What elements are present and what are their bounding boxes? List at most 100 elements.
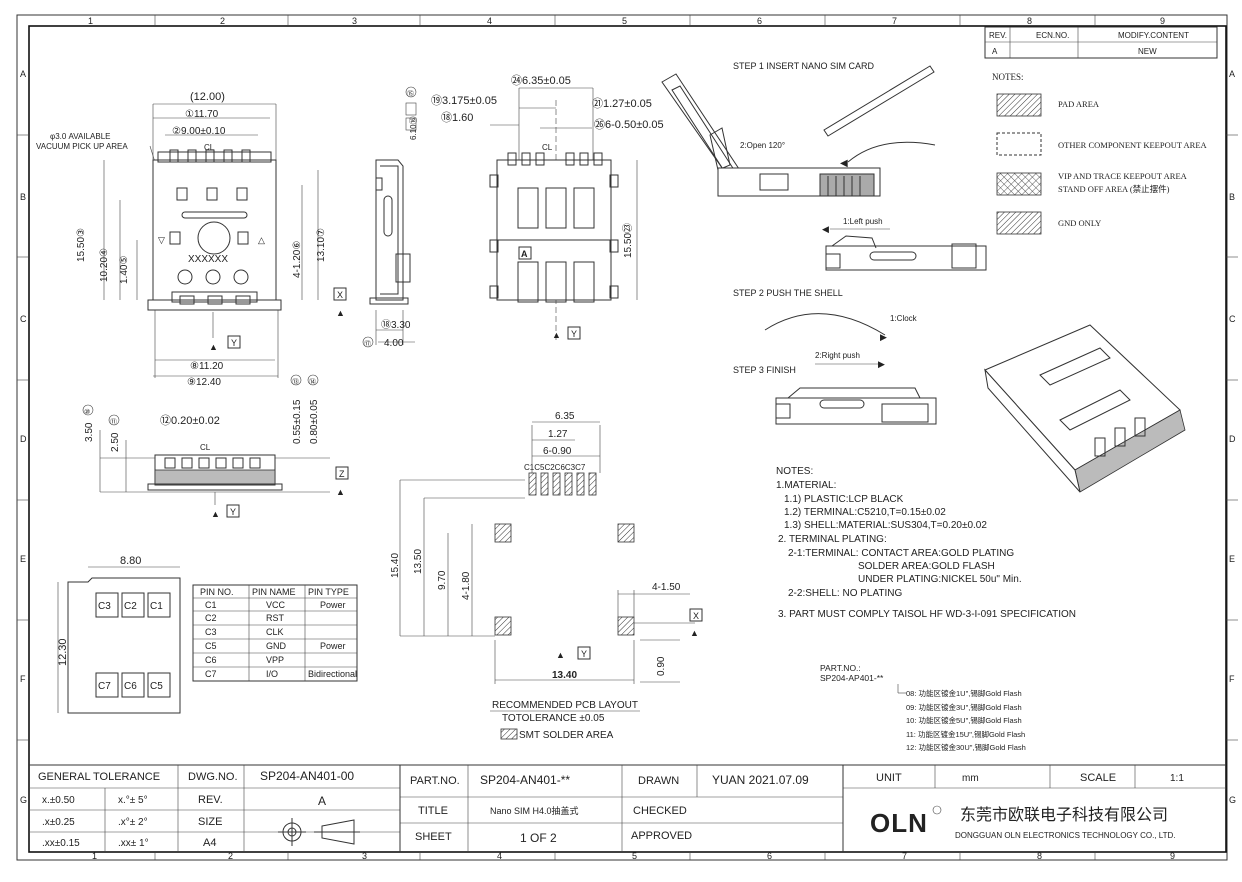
- vacuum-label-1: φ3.0 AVAILABLE: [50, 132, 110, 141]
- assembly-steps: STEP 1 INSERT NANO SIM CARD 2:Open 120° …: [661, 61, 1186, 493]
- card-outline: [67, 577, 181, 714]
- legend-gnd-swatch: [996, 211, 1042, 235]
- bottom-d21: ㉑1.27±0.05: [592, 97, 652, 110]
- front-d14-value: 0.80±0.05: [309, 399, 320, 444]
- col-7: 7: [892, 16, 897, 26]
- side-d16: 6.10⑯: [409, 116, 418, 140]
- tb-rev-label: REV.: [198, 794, 223, 806]
- pin-row-3-no: C3: [205, 627, 217, 637]
- projection-symbol: [278, 818, 360, 846]
- tb-tol-1a: x.±0.50: [42, 795, 75, 806]
- pin-row-2-no: C2: [205, 613, 217, 623]
- bottom-view: ㉔6.35±0.05 ⑲3.175±0.05 ⑱1.60 ㉑1.27±0.05 …: [431, 74, 664, 340]
- row-f: F: [20, 674, 26, 684]
- note-1-3: 1.3) SHELL:MATERIAL:SUS304,T=0.20±0.02: [784, 520, 987, 531]
- svg-text:▲: ▲: [336, 308, 345, 318]
- step1-left-push: 1:Left push: [843, 217, 883, 226]
- step3-label: STEP 3 FINISH: [733, 365, 796, 375]
- col-8-bottom: 8: [1037, 851, 1042, 861]
- top-datum-y: Y: [231, 338, 237, 348]
- grid-labels: 1 2 3 4 5 6 7 8 9 1 2 3 4 5 6 7 8 9 A B …: [20, 16, 1236, 861]
- sim-card-shape: [823, 65, 935, 137]
- front-datum-z: Z: [339, 469, 345, 479]
- front-d12: ⑫0.20±0.02: [160, 414, 220, 427]
- col-4: 4: [487, 16, 492, 26]
- tb-size: A4: [203, 837, 216, 849]
- pin-row-4-name: GND: [266, 641, 287, 651]
- side-d17: ⑰: [364, 340, 371, 348]
- card-view: 8.80 12.30 C3 C2 C1 C7 C6 C5: [57, 555, 181, 714]
- bottom-d18: ⑱1.60: [441, 111, 473, 124]
- pin-row-1-no: C1: [205, 600, 217, 610]
- card-pad-c2: C2: [124, 601, 137, 612]
- svg-text:◀: ◀: [822, 224, 829, 234]
- svg-text:▶: ▶: [878, 359, 885, 369]
- top-width-12-40: ⑨12.40: [187, 377, 221, 388]
- company-name-cn: 东莞市欧联电子科技有限公司: [960, 806, 1168, 824]
- row-c: C: [20, 314, 27, 324]
- top-height-1-40: 1.40⑤: [119, 256, 130, 284]
- legend-keepout-swatch: [996, 132, 1042, 156]
- tb-tol-3a: .xx±0.15: [42, 838, 80, 849]
- side-view: ⑮ 6.10⑯ ⑱3.30 ⑰ 4.00: [362, 86, 418, 349]
- front-d10-value: 3.50: [84, 422, 95, 442]
- row-b: B: [20, 192, 26, 202]
- col-9: 9: [1160, 16, 1165, 26]
- note-1: 1.MATERIAL:: [776, 480, 836, 491]
- tb-dwg-no: SP204-AN401-00: [260, 769, 354, 783]
- card-pad-c5: C5: [150, 681, 163, 692]
- col-5-bottom: 5: [632, 851, 637, 861]
- note-2-1-solder: SOLDER AREA:GOLD FLASH: [858, 561, 995, 572]
- legend-keepout: OTHER COMPONENT KEEPOUT AREA: [1058, 140, 1208, 150]
- col-1-bottom: 1: [92, 851, 97, 861]
- pin-header-name: PIN NAME: [252, 587, 296, 597]
- registered-icon: [932, 805, 942, 815]
- tb-part-no: SP204-AN401-**: [480, 773, 570, 787]
- pcb-layout: 6.35 1.27 6-0.90 C1C5C2C6C3C7 15.40 13.5…: [390, 411, 703, 741]
- bottom-cl: CL: [542, 143, 553, 152]
- row-b-right: B: [1229, 192, 1235, 202]
- col-5: 5: [622, 16, 627, 26]
- note-2-1-under: UNDER PLATING:NICKEL 50u" Min.: [858, 574, 1022, 585]
- pcb-title: RECOMMENDED PCB LAYOUT: [492, 700, 638, 711]
- col-1: 1: [88, 16, 93, 26]
- top-width-12: (12.00): [190, 91, 225, 103]
- triangle-left: ▽: [158, 235, 165, 245]
- tb-unit-label: UNIT: [876, 772, 902, 784]
- ecn-header: ECN.NO.: [1036, 31, 1069, 40]
- pcb-w4: 4-1.50: [652, 582, 681, 593]
- top-width-11-20: ⑧11.20: [190, 361, 224, 372]
- note-1-1: 1.1) PLASTIC:LCP BLACK: [784, 494, 904, 505]
- card-pad-c7: C7: [98, 681, 111, 692]
- tb-scale-label: SCALE: [1080, 772, 1116, 784]
- note-1-2: 1.2) TERMINAL:C5210,T=0.15±0.02: [784, 507, 946, 518]
- top-width-11-70: ①11.70: [185, 109, 219, 120]
- part-option-11: 11: 功能区镀金15U",锡脚Gold Flash: [906, 729, 1025, 739]
- legend-vip-swatch: [996, 172, 1042, 196]
- front-view: ⑩ 3.50 ⑪ 2.50 ⑫0.20±0.02 CL ⑬ 0.55±0.15 …: [82, 374, 349, 519]
- svg-text:▲: ▲: [690, 628, 699, 638]
- bottom-d26: ㉖6-0.50±0.05: [594, 118, 664, 131]
- step2-clock: 1:Clock: [890, 314, 918, 323]
- tb-dwg-no-label: DWG.NO.: [188, 771, 238, 783]
- step2-right-push: 2:Right push: [815, 351, 860, 360]
- card-height: 12.30: [57, 638, 69, 666]
- pcb-w3: 6-0.90: [543, 446, 572, 457]
- bottom-datum-y: Y: [571, 329, 577, 339]
- pcb-h1: 15.40: [390, 553, 401, 578]
- note-2-2: 2-2:SHELL: NO PLATING: [788, 588, 903, 599]
- row-e: E: [20, 554, 26, 564]
- top-width-9: ②9.00±0.10: [172, 126, 226, 137]
- side-d15: ⑮: [407, 90, 414, 98]
- row-d: D: [20, 434, 27, 444]
- grid-ticks: [17, 15, 1238, 860]
- outer-frame: [16, 14, 1228, 861]
- pin-row-4-no: C5: [205, 641, 217, 651]
- bottom-a-mark: A: [521, 249, 528, 259]
- svg-text:▶: ▶: [880, 332, 887, 342]
- tb-scale: 1:1: [1170, 773, 1184, 784]
- front-d11: ⑪: [110, 418, 117, 426]
- pcb-h4: 4-1.80: [461, 571, 472, 600]
- revision-table: REV. ECN.NO. MODIFY.CONTENT A NEW: [984, 26, 1218, 59]
